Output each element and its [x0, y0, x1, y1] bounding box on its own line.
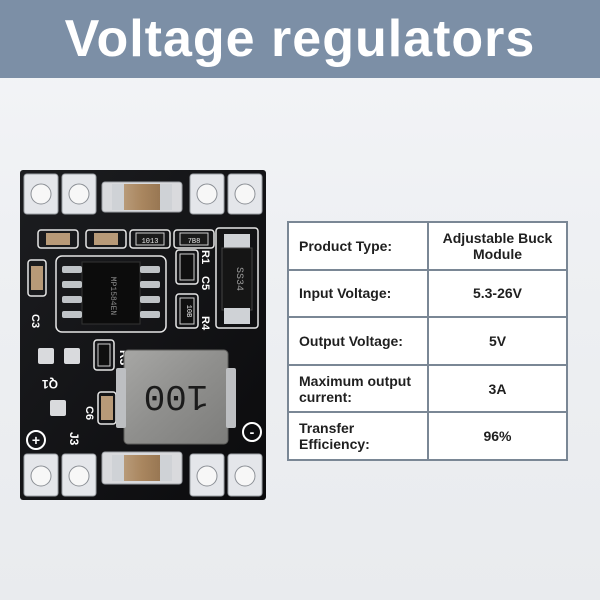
spec-row: Output Voltage: 5V — [287, 316, 568, 366]
label-r1: R1 — [199, 250, 211, 264]
transistor-q1 — [38, 348, 80, 416]
pads-bottom-right — [189, 453, 263, 497]
pads-bottom-left — [23, 453, 97, 497]
page-title: Voltage regulators — [64, 10, 536, 68]
ic-marking: MP1584EN — [108, 277, 117, 316]
label-c3: C3 — [29, 314, 41, 328]
buck-converter-board: 1013 7B8 C3 MP1584EN — [16, 168, 268, 502]
spec-label: Output Voltage: — [287, 316, 429, 366]
diode-ss34 — [215, 227, 259, 329]
minus-terminal-mark: - — [242, 422, 262, 442]
capacitor-bottom — [101, 451, 183, 485]
inductor-marking: 100 — [144, 375, 209, 416]
resistor-marking-10b: 10B — [184, 305, 192, 318]
pads-top-right — [189, 173, 263, 215]
spec-label: Maximum output current: — [287, 363, 429, 414]
label-j3: J3 — [67, 432, 81, 446]
title-banner: Voltage regulators — [0, 0, 600, 78]
resistor-10b — [175, 293, 199, 329]
spec-label: Transfer Efficiency: — [287, 411, 429, 461]
resistor-marking-1013: 1013 — [142, 238, 159, 246]
pads-top-left — [23, 173, 97, 215]
svg-text:+: + — [32, 432, 40, 448]
smd-row-top — [37, 229, 215, 249]
spec-value: 5.3-26V — [427, 268, 568, 319]
resistor-r3 — [93, 339, 115, 371]
diode-marking: SS34 — [233, 267, 244, 291]
spec-row: Product Type: Adjustable Buck Module — [287, 221, 568, 271]
capacitor-top — [101, 181, 183, 213]
resistor-r1 — [175, 249, 199, 285]
spec-table: Product Type: Adjustable Buck Module Inp… — [287, 221, 568, 461]
inductor — [116, 349, 236, 445]
capacitor-c3 — [27, 259, 47, 297]
pcb-substrate — [20, 170, 266, 500]
svg-text:-: - — [250, 424, 255, 440]
spec-row: Transfer Efficiency: 96% — [287, 411, 568, 461]
pcb-image: 1013 7B8 C3 MP1584EN — [20, 170, 266, 500]
spec-value: Adjustable Buck Module — [427, 221, 568, 271]
plus-terminal-mark: + — [26, 430, 46, 450]
resistor-marking-7b8: 7B8 — [188, 238, 201, 246]
spec-value: 3A — [427, 363, 568, 414]
spec-value: 5V — [427, 316, 568, 366]
label-c6: C6 — [83, 406, 95, 420]
label-c5: C5 — [199, 276, 211, 290]
spec-label: Product Type: — [287, 221, 429, 271]
spec-label: Input Voltage: — [287, 268, 429, 319]
label-r4: R4 — [199, 316, 211, 331]
spec-value: 96% — [427, 411, 568, 461]
ic-chip — [55, 255, 167, 333]
spec-row: Maximum output current: 3A — [287, 363, 568, 414]
label-q1: Q1 — [42, 377, 58, 391]
spec-row: Input Voltage: 5.3-26V — [287, 268, 568, 319]
